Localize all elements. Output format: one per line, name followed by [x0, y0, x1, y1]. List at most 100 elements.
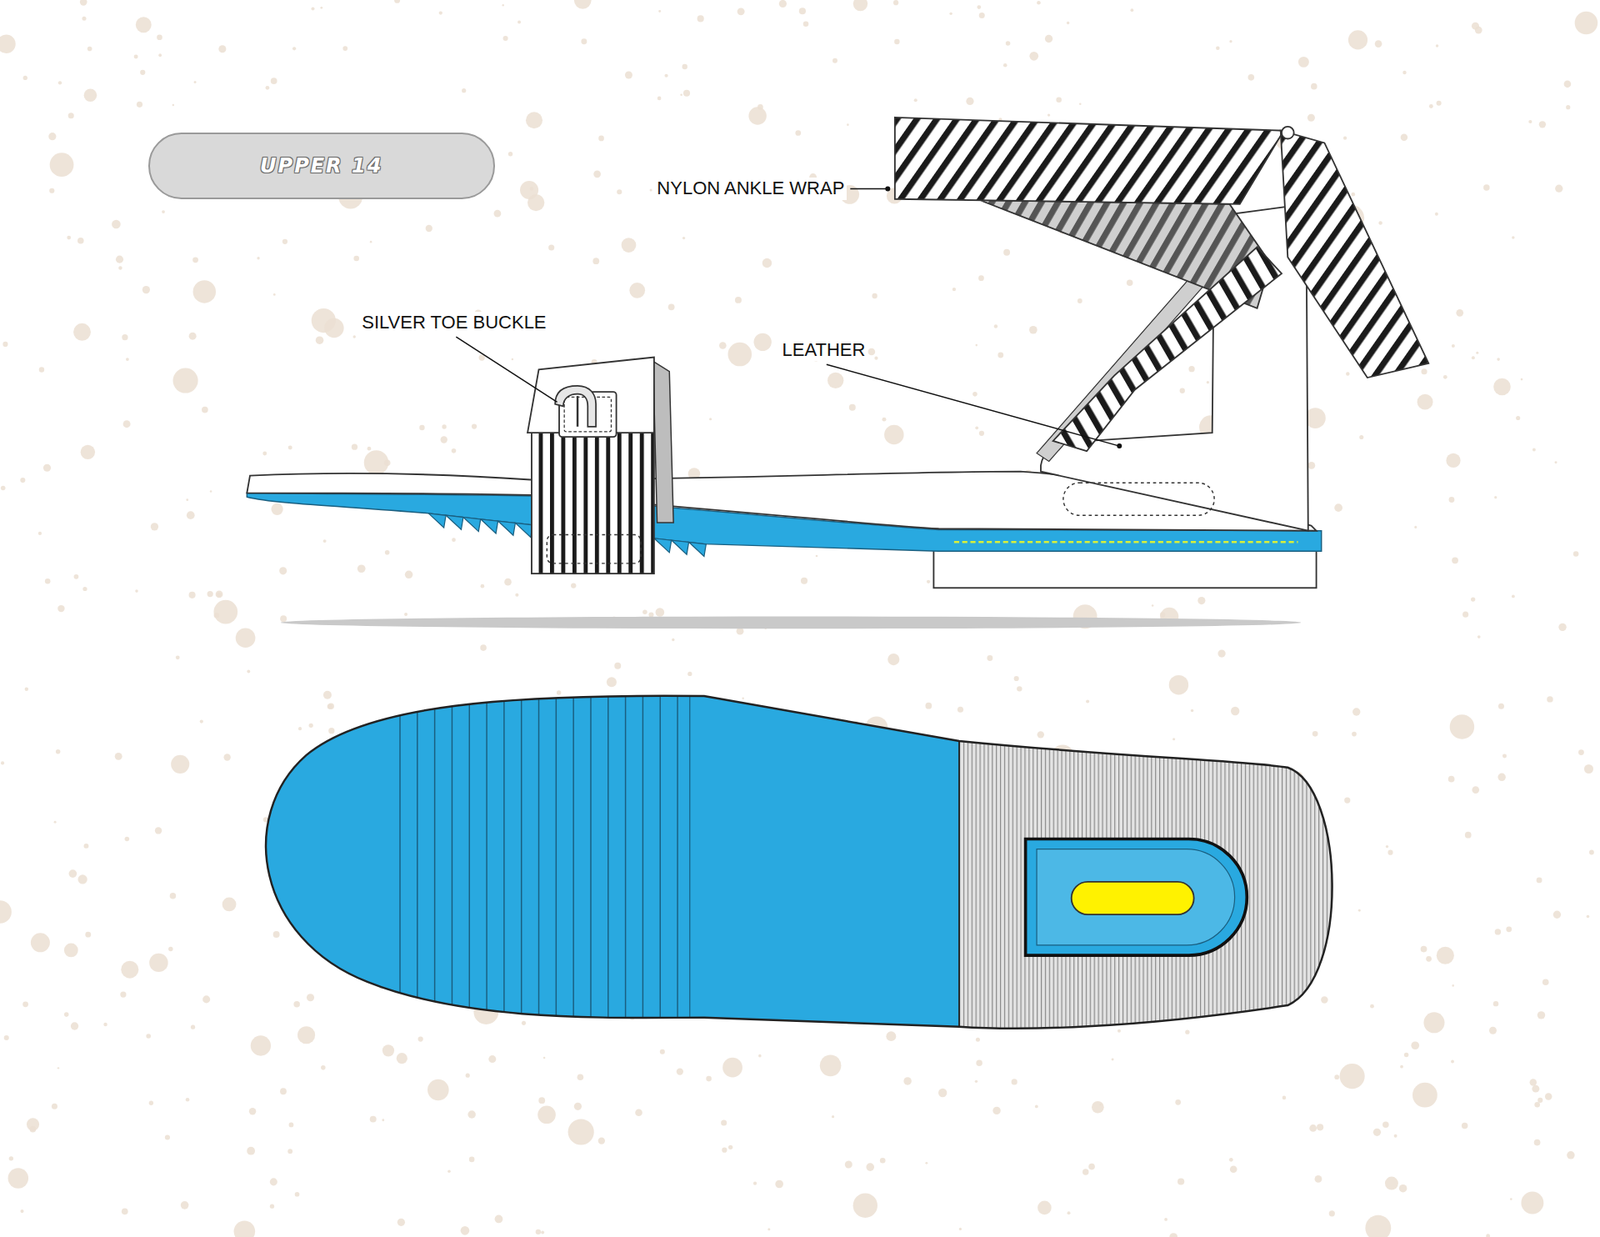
paint-splatter	[650, 188, 653, 191]
paint-splatter	[57, 1066, 60, 1069]
paint-splatter	[748, 106, 766, 125]
paint-splatter	[364, 450, 390, 475]
paint-splatter	[324, 318, 344, 338]
paint-splatter	[155, 826, 162, 834]
paint-splatter	[1471, 355, 1475, 360]
paint-splatter	[1555, 185, 1563, 193]
paint-splatter	[664, 74, 668, 78]
paint-splatter	[186, 510, 195, 520]
paint-splatter	[84, 88, 98, 102]
paint-splatter	[1036, 0, 1041, 5]
paint-splatter	[51, 1103, 58, 1110]
sole-bottom-view	[689, 673, 690, 1061]
paint-splatter	[467, 1110, 475, 1118]
paint-splatter	[965, 97, 974, 105]
paint-splatter	[832, 58, 838, 64]
paint-splatter	[1450, 714, 1475, 739]
paint-splatter	[200, 719, 204, 723]
paint-splatter	[616, 189, 622, 195]
sole-tread-lines	[451, 673, 453, 1061]
paint-splatter	[451, 537, 456, 542]
paint-splatter	[273, 930, 280, 938]
paint-splatter	[952, 287, 956, 291]
paint-splatter	[687, 671, 692, 676]
paint-splatter	[419, 425, 425, 430]
paint-splatter	[20, 477, 25, 483]
paint-splatter	[1502, 754, 1507, 759]
paint-splatter	[103, 1022, 107, 1026]
paint-splatter	[705, 1075, 712, 1082]
paint-splatter	[1177, 1177, 1185, 1185]
paint-splatter	[136, 101, 143, 108]
paint-splatter	[4, 1035, 10, 1040]
paint-splatter	[1011, 1078, 1018, 1085]
paint-splatter	[926, 580, 930, 584]
paint-splatter	[1111, 1057, 1115, 1060]
paint-splatter	[1172, 737, 1175, 740]
outsole-tread	[445, 515, 464, 530]
paint-splatter	[682, 236, 685, 240]
paint-splatter	[123, 420, 131, 428]
paint-splatter	[73, 323, 91, 341]
paint-splatter	[1449, 496, 1455, 503]
paint-splatter	[394, 0, 400, 4]
paint-splatter	[207, 590, 214, 597]
paint-splatter	[81, 16, 86, 21]
paint-splatter	[1037, 730, 1045, 738]
paint-splatter	[54, 820, 57, 824]
paint-splatter	[1312, 730, 1319, 737]
paint-splatter	[914, 98, 918, 102]
paint-splatter	[427, 1079, 450, 1101]
paint-splatter	[865, 1162, 875, 1171]
paint-splatter	[323, 690, 332, 700]
paint-splatter	[39, 366, 45, 372]
paint-splatter	[1400, 1065, 1404, 1069]
paint-splatter	[1462, 611, 1469, 618]
paint-splatter	[250, 1035, 271, 1055]
outsole-tread	[463, 516, 481, 531]
paint-splatter	[1461, 1122, 1468, 1129]
paint-splatter	[1385, 1176, 1399, 1190]
paint-splatter	[192, 256, 199, 263]
paint-splatter	[270, 503, 283, 515]
paint-splatter	[280, 1087, 287, 1095]
paint-splatter	[938, 1088, 947, 1097]
paint-splatter	[1494, 495, 1497, 499]
paint-splatter	[1197, 596, 1205, 605]
paint-splatter	[1493, 1000, 1499, 1006]
paint-splatter	[975, 1060, 982, 1066]
paint-splatter	[737, 7, 745, 15]
paint-splatter	[135, 589, 139, 593]
paint-splatter	[1423, 1011, 1445, 1033]
paint-splatter	[471, 423, 477, 429]
paint-splatter	[234, 1220, 256, 1237]
paint-splatter	[8, 1167, 29, 1188]
paint-splatter	[994, 324, 998, 328]
paint-splatter	[57, 605, 65, 612]
paint-splatter	[884, 425, 904, 445]
paint-splatter	[121, 1207, 129, 1215]
paint-splatter	[959, 1227, 962, 1230]
paint-splatter	[1429, 104, 1434, 109]
paint-splatter	[1586, 915, 1590, 919]
paint-splatter	[441, 424, 446, 429]
paint-splatter	[1315, 1175, 1323, 1183]
side-view	[531, 432, 655, 574]
paint-splatter	[1465, 831, 1472, 839]
side-view	[954, 540, 1299, 543]
sole-tread-lines	[555, 673, 557, 1061]
paint-splatter	[1169, 675, 1189, 695]
paint-splatter	[548, 244, 555, 250]
outsole-tread	[428, 513, 446, 528]
paint-splatter	[880, 1157, 886, 1164]
sole-bottom-view	[1036, 849, 1235, 945]
paint-splatter	[249, 1107, 256, 1115]
leader-dot	[885, 186, 890, 192]
paint-splatter	[580, 38, 587, 45]
paint-splatter	[979, 430, 985, 436]
paint-splatter	[503, 35, 509, 41]
paint-splatter	[273, 293, 276, 296]
paint-splatter	[1003, 63, 1008, 68]
part-label: LEATHER	[780, 339, 869, 361]
paint-splatter	[1404, 1052, 1409, 1057]
